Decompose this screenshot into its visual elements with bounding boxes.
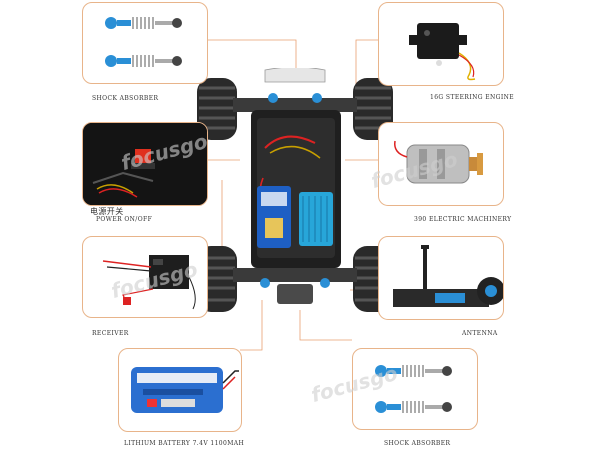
power-switch-label-en: POWER ON/OFF	[96, 216, 153, 223]
steering-engine-label: 16G STEERING ENGINE	[430, 94, 515, 101]
shock-absorber-bottom-image	[375, 365, 452, 413]
lithium-battery-image	[131, 367, 239, 413]
antenna-label: ANTENNA	[462, 330, 498, 337]
shock-absorber-bottom-callout	[352, 348, 478, 430]
shock-absorber-bottom-label: SHOCK ABSORBER	[384, 440, 451, 447]
lithium-battery-callout	[118, 348, 242, 432]
electric-machinery-callout	[378, 122, 504, 206]
shock-absorber-top-image	[105, 17, 182, 67]
shock-absorber-top-label: SHOCK ABSORBER	[92, 95, 159, 102]
steering-engine-callout	[378, 2, 504, 86]
antenna-image	[393, 245, 503, 307]
receiver-label: RECEIVER	[92, 330, 129, 337]
receiver-callout	[82, 236, 208, 318]
lithium-battery-label: LITHIUM BATTERY 7.4V 1100MAH	[124, 440, 245, 447]
electric-machinery-label: 390 ELECTRIC MACHINERY	[414, 216, 512, 223]
power-switch-image	[83, 123, 207, 205]
antenna-callout	[378, 236, 504, 320]
power-switch-label-cn: 电源开关	[90, 207, 124, 216]
power-switch-callout	[82, 122, 208, 206]
steering-engine-image	[409, 23, 476, 81]
electric-motor-image	[394, 140, 483, 184]
shock-absorber-top-callout	[82, 2, 208, 84]
receiver-image	[102, 255, 196, 310]
